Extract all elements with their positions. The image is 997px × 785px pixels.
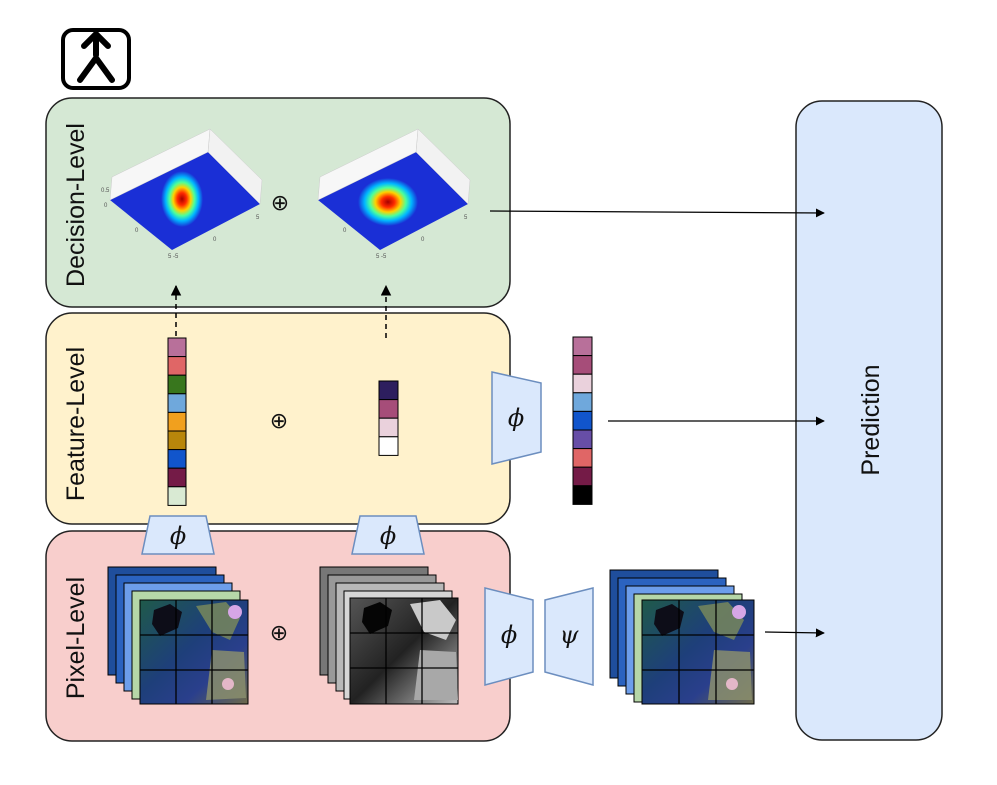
vector-cell	[572, 373, 593, 394]
vector-cell	[167, 467, 187, 488]
vector-cell	[378, 436, 399, 456]
pixel-encoder-phi-symbol: ϕ	[501, 621, 517, 649]
feature-vector-left	[167, 337, 187, 506]
svg-text:0: 0	[213, 237, 217, 243]
arrow-pixel-to-prediction	[764, 628, 825, 638]
svg-text:0: 0	[104, 203, 108, 209]
vector-cell	[167, 430, 187, 451]
fused-image-stack	[609, 569, 755, 705]
vector-cell	[167, 393, 187, 413]
pixel-image-stack-grayscale	[319, 566, 459, 705]
vector-cell	[572, 429, 593, 450]
pixel-encoder-phi-right-symbol: ϕ	[380, 522, 396, 550]
vector-cell	[572, 485, 593, 505]
prediction-label: Prediction	[857, 364, 885, 475]
vector-cell	[572, 392, 593, 412]
svg-text:5 -5: 5 -5	[376, 254, 387, 260]
pixel-encoder-phi-left-symbol: ϕ	[170, 522, 186, 550]
pixel-image-stack-color	[107, 566, 249, 705]
vector-cell	[572, 410, 593, 431]
vector-cell	[572, 355, 593, 375]
svg-text:5: 5	[464, 215, 468, 221]
gaussian-surface-plot-left: 0.5 0 0 5 -5 0 5	[101, 128, 263, 260]
oplus-pixel: ⊕	[270, 621, 288, 646]
vector-cell	[572, 466, 593, 487]
feature-level-label: Feature-Level	[62, 347, 90, 501]
pixel-decoder-psi	[544, 587, 594, 686]
vector-cell	[167, 337, 187, 358]
svg-text:5 -5: 5 -5	[168, 254, 179, 260]
vector-cell	[167, 449, 187, 469]
decision-level-label: Decision-Level	[62, 123, 90, 287]
oplus-decision: ⊕	[271, 191, 289, 216]
vector-cell	[167, 374, 187, 395]
svg-text:0: 0	[343, 228, 347, 234]
pixel-level-label: Pixel-Level	[62, 577, 90, 699]
vector-cell	[378, 399, 399, 419]
vector-cell	[378, 380, 399, 401]
vector-cell	[378, 417, 399, 438]
svg-text:5: 5	[256, 215, 260, 221]
svg-text:0.5: 0.5	[101, 188, 110, 194]
feature-vector-right	[572, 336, 593, 505]
vector-cell	[167, 411, 187, 432]
svg-text:0: 0	[421, 237, 425, 243]
feature-encoder-phi	[491, 371, 542, 465]
feature-encoder-phi-symbol: ϕ	[508, 404, 524, 432]
vector-cell	[167, 486, 187, 506]
vector-cell	[572, 336, 593, 357]
pixel-decoder-psi-symbol: ψ	[560, 621, 580, 649]
pixel-encoder-phi-left	[141, 515, 215, 555]
pixel-encoder-phi	[484, 587, 534, 686]
svg-text:0: 0	[135, 228, 139, 234]
pixel-encoder-phi-right	[351, 515, 425, 555]
gaussian-surface-plot-right: 0 5 -5 0 5	[317, 128, 471, 260]
feature-vector-middle	[378, 380, 399, 456]
vector-cell	[167, 356, 187, 376]
oplus-feature: ⊕	[270, 409, 288, 434]
merge-icon	[61, 28, 131, 90]
arrow-decision-to-prediction	[489, 208, 825, 218]
vector-cell	[572, 448, 593, 468]
